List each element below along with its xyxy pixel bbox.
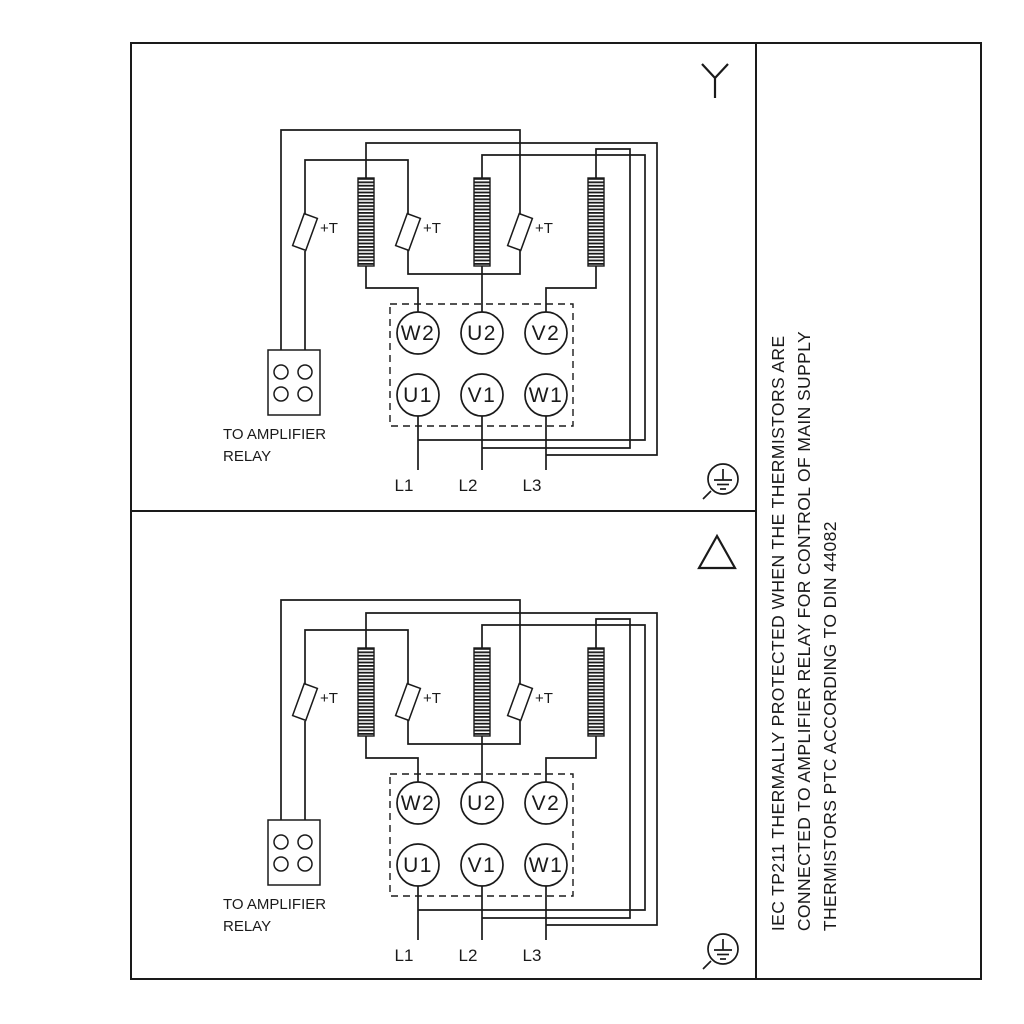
- relay-pin: [297, 856, 313, 872]
- winding-coil-icon: [357, 647, 375, 737]
- relay-pin: [273, 834, 289, 850]
- terminal-circle: [460, 373, 504, 417]
- terminal-label: U2: [467, 792, 497, 815]
- terminal-box: [389, 773, 574, 897]
- terminal-circle: [524, 781, 568, 825]
- amplifier-relay-connector: [267, 819, 321, 886]
- supply-label-l1: L1: [395, 476, 414, 495]
- star-connection-icon: [701, 63, 729, 98]
- side-note-line: CONNECTED TO AMPLIFIER RELAY FOR CONTROL…: [794, 330, 815, 932]
- wiring: [280, 129, 658, 470]
- side-note-line: THERMISTORS PTC ACCORDING TO DIN 44082: [820, 521, 841, 932]
- relay-pin: [273, 364, 289, 380]
- terminal-label: V2: [532, 792, 561, 815]
- thermistor-icon: [394, 682, 422, 722]
- terminal-box: [389, 303, 574, 427]
- terminal-circle: [396, 781, 440, 825]
- terminal-circle: [460, 311, 504, 355]
- supply-label-l1: L1: [395, 946, 414, 965]
- terminal-label: W2: [401, 792, 436, 815]
- terminal-block: W2 U2 V2 U1 V1 W1: [396, 781, 568, 887]
- relay-label-line2: RELAY: [223, 918, 271, 935]
- relay-pin: [297, 386, 313, 402]
- side-note-text: IEC TP211 THERMALLY PROTECTED WHEN THE T…: [766, 331, 844, 931]
- thermistor-icon: [291, 682, 319, 722]
- wiring: [280, 599, 658, 940]
- terminal-label: W1: [529, 854, 564, 877]
- winding-coil-icon: [473, 647, 491, 737]
- relay-label-line1: TO AMPLIFIER: [223, 896, 326, 913]
- motor-windings: [357, 647, 605, 737]
- relay-pin: [297, 364, 313, 380]
- terminal-label: U1: [403, 384, 433, 407]
- side-note-strip: IEC TP211 THERMALLY PROTECTED WHEN THE T…: [757, 42, 982, 980]
- winding-coil-icon: [473, 177, 491, 267]
- terminal-label: W1: [529, 384, 564, 407]
- terminal-label: U2: [467, 322, 497, 345]
- terminal-circle: [396, 311, 440, 355]
- terminal-block: W2 U2 V2 U1 V1 W1: [396, 311, 568, 417]
- frame-divider-horizontal: [130, 510, 757, 512]
- terminal-circle: [524, 843, 568, 887]
- motor-windings: [357, 177, 605, 267]
- supply-labels: L1 L2 L3: [395, 476, 542, 495]
- thermistor-label: +T: [320, 690, 338, 707]
- thermistor-icon: [291, 212, 319, 252]
- winding-coil-icon: [587, 177, 605, 267]
- terminal-circle: [524, 373, 568, 417]
- thermistor-icon: [506, 212, 534, 252]
- terminal-circle: [460, 843, 504, 887]
- delta-wiring-diagram: +T +T +T TO AMPLIFIER RELAY W2 U2 V2: [223, 533, 739, 970]
- thermistor-label: +T: [423, 690, 441, 707]
- thermistors: +T +T +T: [291, 212, 553, 252]
- thermistor-label: +T: [535, 690, 553, 707]
- supply-label-l3: L3: [523, 476, 542, 495]
- relay-pin: [273, 386, 289, 402]
- thermistor-icon: [506, 682, 534, 722]
- terminal-label: V2: [532, 322, 561, 345]
- relay-label-line2: RELAY: [223, 448, 271, 465]
- amplifier-relay-connector: [267, 349, 321, 416]
- thermistors: +T +T +T: [291, 682, 553, 722]
- panel-star-connection: +T +T +T TO AMPLIFIER RELAY W2 U2 V2: [130, 42, 755, 510]
- supply-labels: L1 L2 L3: [395, 946, 542, 965]
- earth-ground-icon: [702, 463, 739, 500]
- relay-pin: [297, 834, 313, 850]
- terminal-label: U1: [403, 854, 433, 877]
- thermistor-label: +T: [535, 220, 553, 237]
- supply-label-l3: L3: [523, 946, 542, 965]
- winding-coil-icon: [587, 647, 605, 737]
- terminal-circle: [460, 781, 504, 825]
- supply-label-l2: L2: [459, 476, 478, 495]
- relay-pin: [273, 856, 289, 872]
- relay-connector-box: [267, 349, 321, 416]
- thermistor-label: +T: [423, 220, 441, 237]
- side-note-line: IEC TP211 THERMALLY PROTECTED WHEN THE T…: [768, 335, 789, 932]
- terminal-label: V1: [468, 384, 497, 407]
- supply-label-l2: L2: [459, 946, 478, 965]
- relay-label-line1: TO AMPLIFIER: [223, 426, 326, 443]
- terminal-circle: [396, 843, 440, 887]
- thermistor-label: +T: [320, 220, 338, 237]
- star-wiring-diagram: +T +T +T TO AMPLIFIER RELAY W2 U2 V2: [223, 63, 739, 500]
- thermistor-icon: [394, 212, 422, 252]
- terminal-circle: [396, 373, 440, 417]
- relay-connector-box: [267, 819, 321, 886]
- winding-coil-icon: [357, 177, 375, 267]
- terminal-label: V1: [468, 854, 497, 877]
- delta-connection-icon: [697, 533, 737, 570]
- terminal-label: W2: [401, 322, 436, 345]
- terminal-circle: [524, 311, 568, 355]
- panel-delta-connection: +T +T +T TO AMPLIFIER RELAY W2 U2 V2: [130, 512, 755, 980]
- earth-ground-icon: [702, 933, 739, 970]
